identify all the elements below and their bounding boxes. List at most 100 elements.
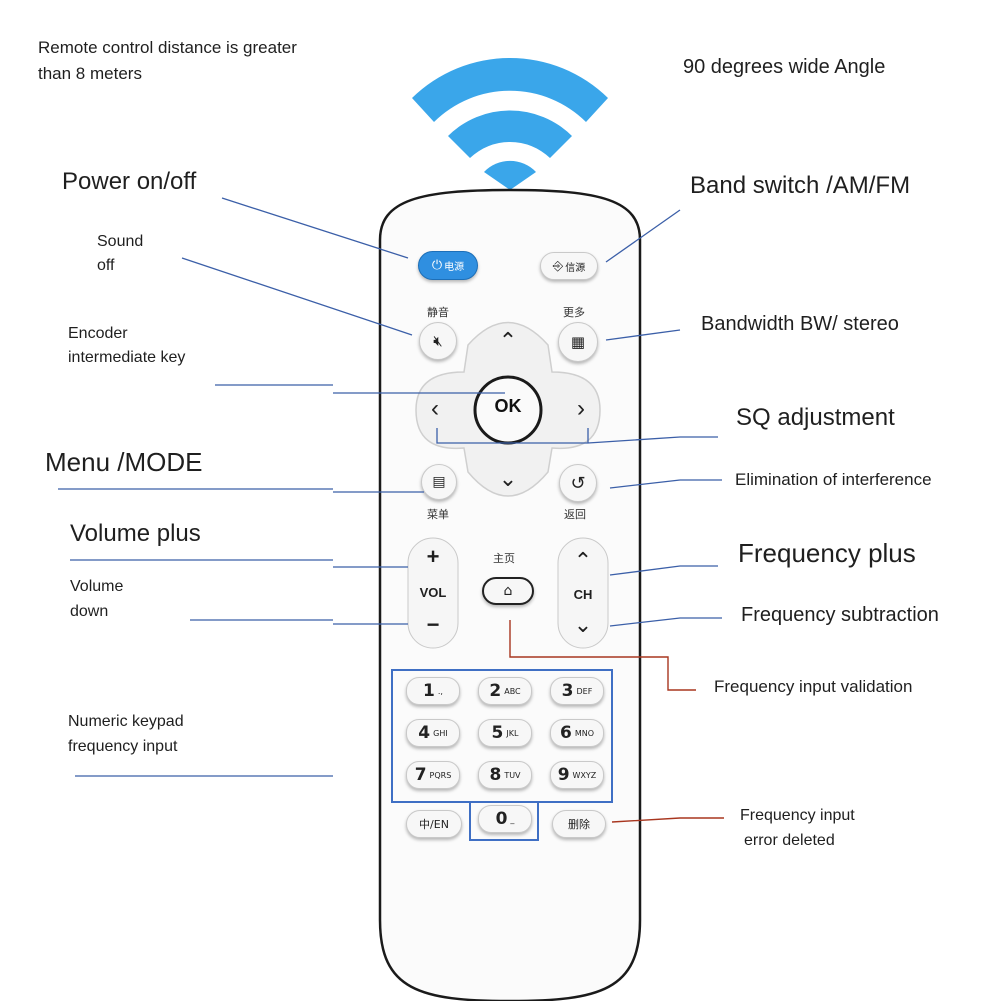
minus-icon: − [426, 612, 440, 637]
key-letters: TUV [504, 770, 521, 780]
ch-up-button[interactable]: ⌃ [558, 548, 608, 574]
label-freq-valid: Frequency input validation [714, 677, 913, 696]
key-digit: 3 [561, 681, 574, 701]
grid-icon: ▦ [570, 333, 586, 351]
key-letters: _ [510, 814, 515, 824]
key-digit: 9 [557, 765, 570, 785]
plus-icon: + [426, 544, 440, 569]
ok-button[interactable]: OK [478, 396, 538, 426]
label-distance-line1: Remote control distance is greater [38, 38, 297, 57]
vol-plus-button[interactable]: + [408, 544, 458, 570]
label-err-line1: Frequency input [740, 807, 855, 824]
label-angle: 90 degrees wide Angle [683, 56, 886, 78]
source-button[interactable]: ⎆ 信源 [540, 252, 598, 280]
label-err: Frequency input error deleted [740, 806, 855, 850]
label-distance-line2: than 8 meters [38, 64, 142, 84]
label-err-line2: error deleted [744, 832, 835, 850]
key-letters: ABC [504, 686, 521, 696]
more-caption: 更多 [563, 306, 585, 319]
key-letters: JKL [506, 728, 519, 738]
dpad-right-button[interactable]: › [570, 395, 592, 425]
dpad-left-button[interactable]: ‹ [424, 395, 446, 425]
label-freq-sub: Frequency subtraction [741, 604, 939, 626]
mute-button[interactable]: 🔇︎ [419, 322, 457, 360]
key-letters: GHI [433, 728, 448, 738]
key-letters: DEF [576, 686, 593, 696]
lang-button[interactable]: 中/EN [406, 810, 462, 838]
chevron-left-icon: ‹ [431, 395, 439, 422]
label-freq-plus: Frequency plus [738, 538, 916, 568]
key-digit: 5 [491, 723, 504, 743]
chevron-up-icon: ⌃ [573, 548, 593, 573]
label-keypad-line1: Numeric keypad [68, 713, 184, 730]
ch-label: CH [573, 587, 593, 602]
dpad-up-button[interactable]: ⌃ [493, 328, 523, 353]
source-icon: ⎆ [552, 258, 564, 274]
undo-icon: ↺ [570, 472, 586, 494]
key-letters: MNO [574, 728, 595, 738]
power-button-label: 电源 [444, 262, 465, 273]
chevron-down-icon: ⌄ [573, 612, 593, 637]
more-button[interactable]: ▦ [558, 322, 598, 362]
back-caption: 返回 [564, 508, 586, 521]
key-digit: 8 [489, 765, 502, 785]
wireless-signal-icon [412, 57, 608, 190]
delete-label: 删除 [568, 818, 590, 831]
power-icon: ⏻ [431, 258, 443, 273]
key-0-button[interactable]: 0_ [478, 805, 532, 833]
label-power: Power on/off [62, 168, 197, 195]
key-letters: PQRS [429, 770, 452, 780]
label-band: Band switch /AM/FM [690, 172, 911, 199]
label-bandwidth: Bandwidth BW/ stereo [701, 313, 899, 335]
chevron-up-icon: ⌃ [498, 328, 518, 353]
vol-label: VOL [419, 585, 447, 600]
label-encoder: Encoder intermediate key [68, 324, 185, 367]
menu-icon: ▤ [432, 474, 446, 490]
key-digit: 2 [489, 681, 502, 701]
label-menu: Menu /MODE [45, 447, 203, 477]
chevron-right-icon: › [577, 395, 585, 422]
home-button[interactable]: ⌂ [482, 577, 534, 605]
label-distance: Remote control distance is greater than … [38, 38, 297, 85]
label-sound-line1: Sound [97, 233, 144, 250]
label-vol-down-line1: Volume [70, 578, 124, 595]
vol-rocker [407, 537, 459, 649]
label-sound: Sound off [97, 232, 143, 275]
label-vol-plus: Volume plus [70, 520, 201, 547]
source-button-label: 信源 [565, 262, 586, 274]
key-1-button[interactable]: 1., [406, 677, 460, 705]
label-interference: Elimination of interference [735, 470, 932, 489]
home-icon: ⌂ [503, 583, 513, 599]
power-button[interactable]: ⏻ 电源 [418, 251, 478, 280]
ok-label: OK [494, 396, 522, 416]
label-vol-down: Volume down [70, 577, 123, 621]
dpad-down-button[interactable]: ⌄ [493, 466, 523, 491]
key-digit: 7 [414, 765, 427, 785]
key-letters: ., [437, 686, 443, 696]
key-digit: 1 [423, 681, 435, 701]
menu-button[interactable]: ▤ [421, 464, 457, 500]
delete-button[interactable]: 删除 [552, 810, 606, 838]
mute-caption: 静音 [427, 306, 449, 319]
back-button[interactable]: ↺ [559, 464, 597, 502]
ch-down-button[interactable]: ⌄ [558, 612, 608, 638]
key-digit: 0 [495, 809, 508, 829]
label-encoder-line2: intermediate key [68, 349, 186, 367]
label-keypad: Numeric keypad frequency input [68, 712, 184, 756]
label-sound-line2: off [97, 257, 115, 275]
vol-minus-button[interactable]: − [408, 612, 458, 638]
label-vol-down-line2: down [70, 603, 109, 621]
label-keypad-line2: frequency input [68, 738, 178, 756]
key-letters: WXYZ [572, 770, 597, 780]
label-sq: SQ adjustment [736, 404, 895, 431]
